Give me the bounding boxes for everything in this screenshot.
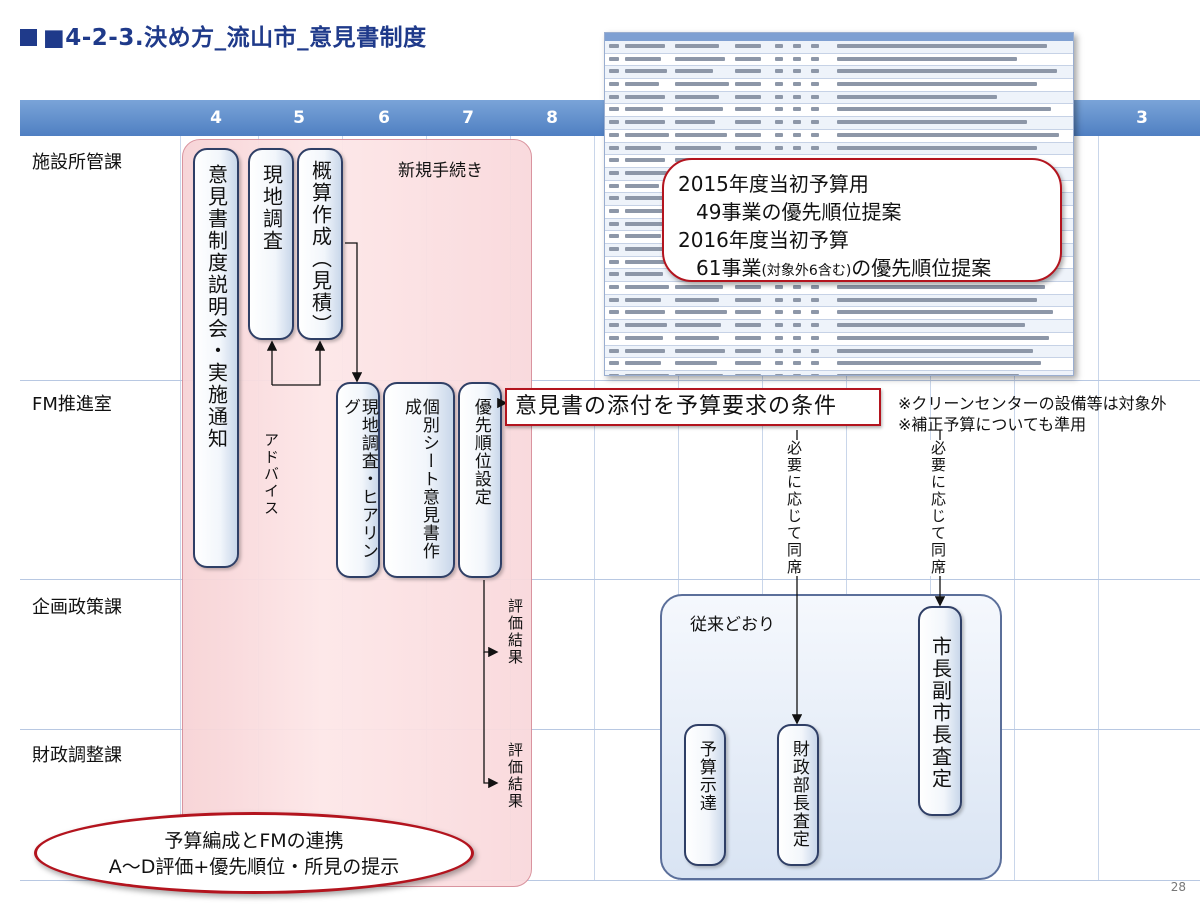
fm-budget-link-oval: 予算編成とFMの連携 A〜D評価+優先順位・所見の提示	[34, 812, 474, 894]
month-4: 4	[210, 108, 222, 128]
budget-condition-banner: 意見書の添付を予算要求の条件	[505, 388, 881, 426]
survey-hearing-text: 現地調査・ヒアリング	[340, 398, 378, 560]
priority-box: 優先順位設定	[458, 382, 502, 578]
note-supplementary: ※補正予算についても準用	[898, 415, 1087, 434]
month-5: 5	[293, 108, 305, 128]
dept-facility-management: 施設所管課	[32, 152, 122, 173]
dept-planning-policy: 企画政策課	[32, 597, 122, 618]
mayor-box: 市長副市長査定	[918, 606, 962, 816]
grid-line	[678, 136, 679, 880]
estimate-to-hearing-arrow	[345, 242, 363, 383]
dept-finance-adjustment: 財政調整課	[32, 745, 122, 766]
grid-line	[1098, 136, 1099, 880]
eval-result-arrow-1	[483, 580, 499, 658]
attend-label-1: 必要に応じて同席	[784, 440, 805, 576]
callout-line-3: 2016年度当初予算	[678, 228, 849, 252]
priority-proposal-callout: 2015年度当初予算用 49事業の優先順位提案 2016年度当初予算 61事業(…	[662, 158, 1062, 282]
briefing-box: 意見書制度説明会・実施通知	[193, 148, 239, 568]
spreadsheet-thumbnail	[604, 32, 1074, 376]
row-divider	[20, 579, 1200, 580]
site-survey-text: 現地調査	[259, 164, 284, 252]
advice-label: アドバイス	[262, 432, 280, 517]
eval-result-arrow-2	[483, 652, 499, 789]
site-survey-box: 現地調査	[248, 148, 294, 340]
oval-line-2: A〜D評価+優先順位・所見の提示	[108, 856, 400, 878]
dept-fm-promotion: FM推進室	[32, 394, 112, 415]
callout-line-1: 2015年度当初予算用	[678, 172, 869, 196]
sheet-opinion-box: 個別シート意見書作成	[383, 382, 455, 578]
oval-line-1: 予算編成とFMの連携	[164, 830, 344, 852]
advice-arrow-estimate	[272, 340, 326, 386]
as-before-label: 従来どおり	[690, 615, 775, 635]
page-number: 28	[1170, 880, 1186, 894]
month-3: 3	[1136, 108, 1148, 128]
new-procedure-label: 新規手続き	[398, 161, 483, 181]
attend-label-2: 必要に応じて同席	[928, 440, 949, 576]
grid-line	[1014, 136, 1015, 880]
month-7: 7	[462, 108, 474, 128]
title-text: ■4-2-3.決め方_流山市_意見書制度	[43, 25, 427, 51]
page-title: ■4-2-3.決め方_流山市_意見書制度	[20, 18, 427, 52]
survey-hearing-box: 現地調査・ヒアリング	[336, 382, 380, 578]
budget-notice-text: 予算示達	[695, 740, 716, 812]
estimate-text: 概算作成（見積）	[308, 160, 333, 336]
callout-line-4: 61事業(対象外6含む)の優先順位提案	[678, 254, 1060, 285]
month-8: 8	[546, 108, 558, 128]
sheet-opinion-text: 個別シート意見書作成	[401, 398, 439, 560]
budget-notice-box: 予算示達	[684, 724, 726, 866]
finance-director-box: 財政部長査定	[777, 724, 819, 866]
eval-result-label-2: 評価結果	[506, 742, 524, 810]
callout-line-4-note: (対象外6含む)	[761, 263, 852, 279]
finance-director-text: 財政部長査定	[788, 740, 809, 848]
grid-line	[846, 136, 847, 880]
callout-line-4-count: 61事業	[696, 256, 762, 280]
note-cleancenter: ※クリーンセンターの設備等は対象外	[898, 394, 1167, 413]
estimate-box: 概算作成（見積）	[297, 148, 343, 340]
callout-line-2: 49事業の優先順位提案	[696, 200, 902, 224]
row-divider	[20, 729, 1200, 730]
callout-line-4-rest: の優先順位提案	[851, 256, 992, 280]
row-divider	[20, 880, 1200, 881]
mayor-text: 市長副市長査定	[928, 636, 953, 790]
eval-result-label-1: 評価結果	[506, 598, 524, 666]
title-bullet-icon	[20, 29, 37, 46]
priority-text: 優先順位設定	[470, 398, 491, 506]
month-6: 6	[378, 108, 390, 128]
briefing-text: 意見書制度説明会・実施通知	[204, 164, 229, 450]
grid-line	[762, 136, 763, 880]
grid-line	[180, 136, 181, 880]
grid-line	[594, 136, 595, 880]
row-divider	[20, 380, 1200, 381]
